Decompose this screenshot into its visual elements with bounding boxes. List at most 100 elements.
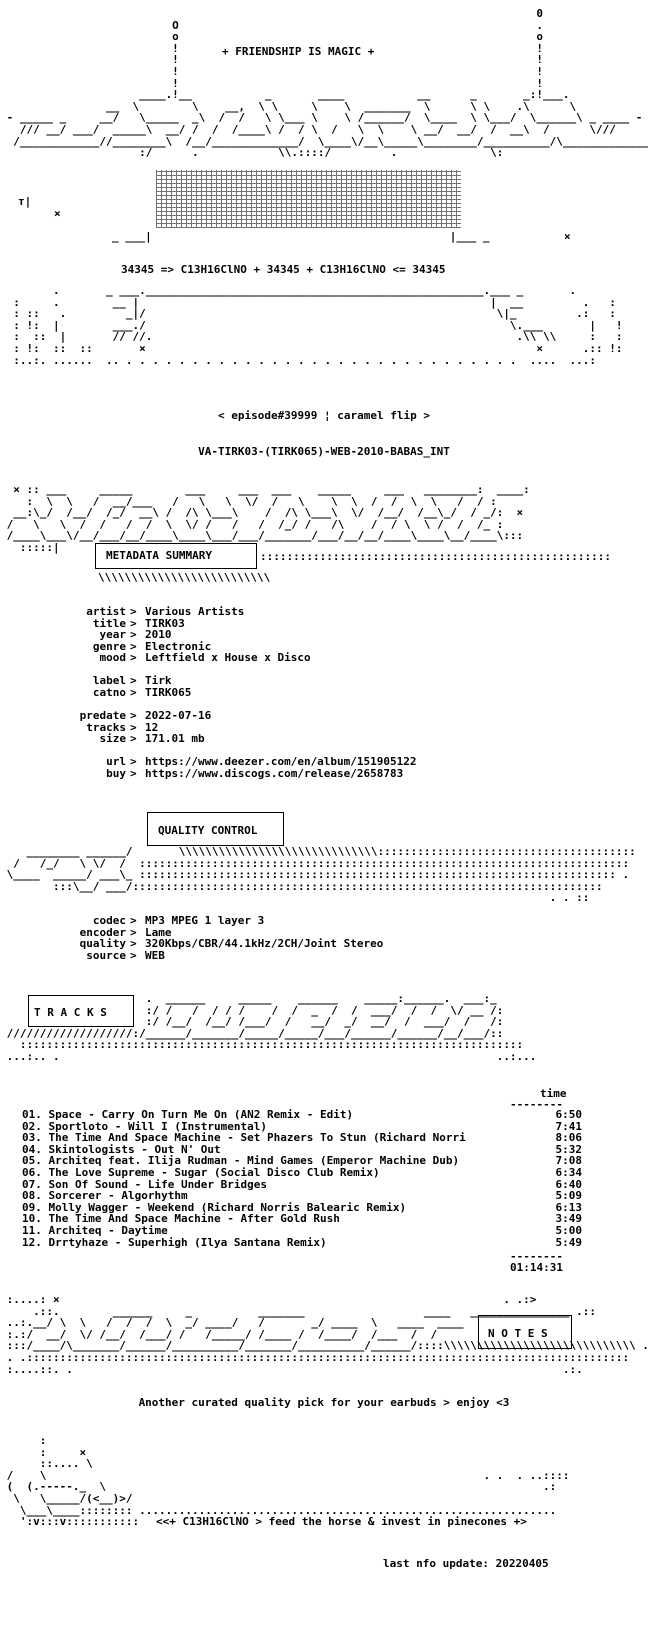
- track-time: 7:41: [555, 1119, 583, 1133]
- track-row: 09. Molly Wagger - Weekend (Richard Norr…: [22, 1202, 582, 1214]
- quality-value: MP3 MPEG 1 layer 3: [145, 914, 265, 927]
- top-ascii-logo: 0 O . o o !: [6, 7, 648, 160]
- total-time: 01:14:31: [510, 1261, 563, 1274]
- track-time: 7:08: [555, 1154, 583, 1168]
- track-list: 01. Space - Carry On Turn Me On (AN2 Rem…: [22, 1109, 582, 1248]
- track-row: 08. Sorcerer - Algorhythm 5:09: [22, 1190, 582, 1202]
- meta-value: Various Artists: [145, 605, 245, 618]
- track-time: 8:06: [555, 1131, 583, 1145]
- time-header: time: [540, 1087, 567, 1100]
- footer-ascii-art: : : × ::.... \ / \ . . . ..:::: ( (.----…: [6, 1434, 570, 1529]
- track-time: 5:49: [555, 1235, 583, 1249]
- meta-value: 2010: [145, 628, 172, 642]
- track-time: 5:09: [555, 1189, 583, 1203]
- release-name: VA-TIRK03-(TIRK065)-WEB-2010-BABAS_INT: [198, 445, 450, 458]
- tracks-heading-box: [28, 995, 134, 1027]
- track-time: 5:32: [555, 1142, 583, 1156]
- track-row: 10. The Time And Space Machine - After G…: [22, 1213, 582, 1225]
- meta-key: artist: [86, 605, 126, 618]
- deco-x-left: ×: [54, 207, 61, 220]
- episode-text: < episode#39999 ¦ caramel flip >: [218, 409, 430, 422]
- track-title: 10. The Time And Space Machine - After G…: [22, 1213, 340, 1225]
- meta-key: buy: [106, 766, 126, 780]
- quality-value: Lame: [145, 925, 172, 939]
- meta-key: tracks: [86, 720, 126, 734]
- meta-value: 171.01 mb: [145, 732, 205, 746]
- meta-key: url: [106, 755, 126, 768]
- track-row: 06. The Love Supreme - Sugar (Social Dis…: [22, 1167, 582, 1179]
- deco-line-1: _ ___| |___ _: [112, 230, 490, 243]
- meta-value: Electronic: [145, 639, 212, 653]
- quality-ascii-logo: ________ ______/ \\\\\\\\\\\\\\\\\\\\\\\…: [6, 845, 636, 905]
- meta-key: title: [92, 616, 126, 630]
- track-title: 08. Sorcerer - Algorhythm: [22, 1190, 188, 1202]
- track-title: 02. Sportloto - Will I (Instrumental): [22, 1120, 268, 1133]
- track-title: 11. Architeq - Daytime: [22, 1224, 168, 1237]
- notes-text: Another curated quality pick for your ea…: [138, 1396, 510, 1409]
- metadata-group-2: label>Tirk catno>TIRK065: [0, 675, 648, 698]
- quality-heading-box: [147, 812, 284, 846]
- tracks-ascii-logo: . ______ _____ ______ _____:______. ___:…: [6, 992, 537, 1063]
- track-time: 3:49: [555, 1212, 583, 1226]
- buy-link[interactable]: https://www.discogs.com/release/2658783: [145, 766, 404, 780]
- track-row: 03. The Time And Space Machine - Set Pha…: [22, 1132, 582, 1144]
- track-time: 6:34: [555, 1165, 583, 1179]
- time-separator-top: --------: [510, 1098, 563, 1111]
- track-title: 09. Molly Wagger - Weekend (Richard Norr…: [22, 1201, 407, 1214]
- meta-key: mood: [99, 651, 127, 665]
- track-time: 5:00: [555, 1223, 583, 1237]
- mid-ascii-frame: . _ ___.________________________________…: [13, 284, 623, 367]
- track-time: 6:50: [555, 1108, 583, 1121]
- track-title: 05. Architeq feat. Ilija Rudman - Mind G…: [22, 1155, 460, 1167]
- deco-x-right: ×: [564, 230, 571, 243]
- metadata-group-1: artist>Various Artists title>TIRK03 year…: [0, 606, 648, 664]
- track-title: 12. Drrtyhaze - Superhigh (Ilya Santana …: [22, 1236, 327, 1249]
- metadata-underline: \\\\\\\\\\\\\\\\\\\\\\\\\\: [98, 571, 271, 584]
- metadata-ascii-logo: × :: ___ _____ ___ ___ ___ _____ ___ ___…: [6, 483, 530, 554]
- notes-heading: N O T E S: [488, 1327, 548, 1340]
- meta-key: genre: [92, 639, 126, 653]
- meta-value: TIRK03: [145, 616, 185, 630]
- url-link[interactable]: https://www.deezer.com/en/album/15190512…: [145, 755, 417, 768]
- notes-ascii-logo: :....: × . .:> .::. ______ _ _______ ___…: [6, 1293, 648, 1376]
- quality-heading: QUALITY CONTROL: [158, 824, 258, 837]
- notes-heading-box: [478, 1315, 572, 1349]
- track-row: 01. Space - Carry On Turn Me On (AN2 Rem…: [22, 1109, 582, 1121]
- track-row: 05. Architeq feat. Ilija Rudman - Mind G…: [22, 1155, 582, 1167]
- footer-tagline: <<+ C13H16ClNO > feed the horse & invest…: [156, 1515, 527, 1528]
- track-title: 07. Son Of Sound - Life Under Bridges: [22, 1178, 268, 1191]
- tracks-heading: T R A C K S: [34, 1006, 107, 1019]
- metadata-heading: METADATA SUMMARY: [106, 549, 212, 562]
- metadata-group-4: url>https://www.deezer.com/en/album/1519…: [0, 756, 648, 779]
- track-title: 04. Skintologists - Out N' Out: [22, 1143, 221, 1156]
- track-row: 12. Drrtyhaze - Superhigh (Ilya Santana …: [22, 1235, 583, 1249]
- quality-list: codec>MP3 MPEG 1 layer 3 encoder>Lame qu…: [0, 915, 648, 961]
- quality-key: quality: [79, 937, 126, 951]
- meta-value: 12: [145, 720, 159, 734]
- quality-key: encoder: [79, 925, 126, 939]
- quality-value: WEB: [145, 948, 165, 962]
- track-title: 03. The Time And Space Machine - Set Pha…: [22, 1132, 466, 1144]
- meta-value: Tirk: [145, 674, 172, 687]
- time-separator-bottom: --------: [510, 1250, 563, 1263]
- left-mark: т|: [18, 195, 32, 208]
- quality-key: codec: [92, 914, 126, 927]
- meta-value: Leftfield x House x Disco: [145, 651, 311, 665]
- metadata-group-3: predate>2022-07-16 tracks>12 size>171.01…: [0, 710, 648, 745]
- meta-key: predate: [79, 709, 126, 722]
- meta-value: TIRK065: [145, 685, 192, 699]
- track-row: 11. Architeq - Daytime 5:00: [22, 1225, 582, 1237]
- meta-key: size: [99, 732, 127, 746]
- track-row: 04. Skintologists - Out N' Out 5:32: [22, 1144, 582, 1156]
- formula-text: 34345 => C13H16ClNO + 34345 + C13H16ClNO…: [121, 263, 446, 276]
- banner-text: + FRIENDSHIP IS MAGIC +: [222, 45, 375, 58]
- track-time: 6:13: [555, 1200, 583, 1214]
- metadata-heading-box: [95, 543, 257, 569]
- last-update: last nfo update: 20220405: [383, 1557, 549, 1570]
- meta-value: 2022-07-16: [145, 709, 212, 722]
- quality-key: source: [86, 948, 126, 962]
- meta-key: catno: [92, 685, 126, 699]
- grid-block-top: [156, 170, 461, 228]
- track-title: 06. The Love Supreme - Sugar (Social Dis…: [22, 1166, 380, 1179]
